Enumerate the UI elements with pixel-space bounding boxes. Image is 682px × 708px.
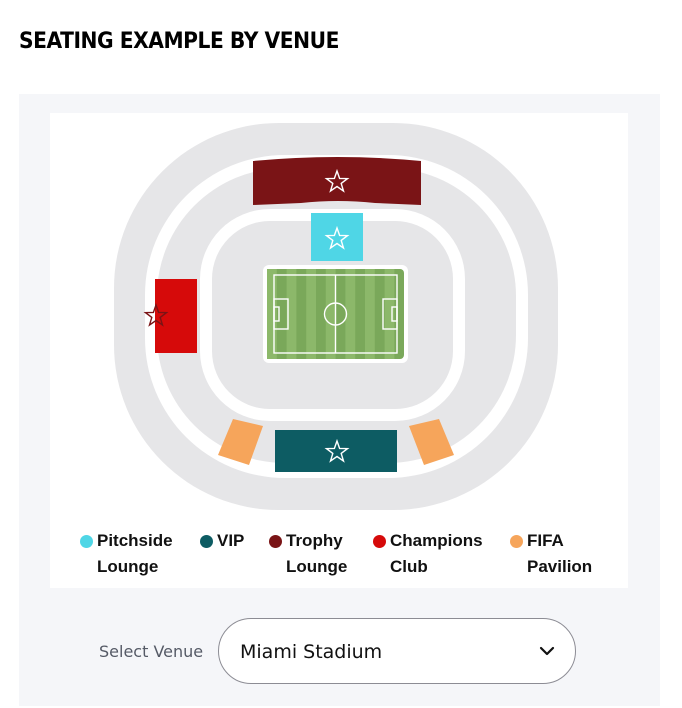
legend-label: Trophy xyxy=(286,531,343,550)
legend-label-line2: Pavilion xyxy=(527,557,593,576)
star-icon xyxy=(324,168,350,193)
legend-label-line2: Club xyxy=(390,557,428,576)
legend-label: Champions xyxy=(390,531,483,550)
legend-label-line2: Lounge xyxy=(286,557,348,576)
star-icon xyxy=(324,225,350,250)
legend-item-vip: VIP xyxy=(200,531,244,554)
star-icon xyxy=(143,302,169,327)
trophy-lounge-section[interactable] xyxy=(253,157,421,205)
legend-dot xyxy=(200,535,213,548)
pitch-stripe xyxy=(345,269,356,359)
venue-select-dropdown[interactable]: Miami Stadium xyxy=(218,618,576,684)
stadium-map xyxy=(114,123,558,510)
pitch-stripe xyxy=(384,269,395,359)
legend-dot xyxy=(80,535,93,548)
legend-label: VIP xyxy=(217,531,245,550)
page-title: SEATING EXAMPLE BY VENUE xyxy=(19,29,339,54)
select-venue-label: Select Venue xyxy=(99,642,204,661)
legend-dot xyxy=(373,535,386,548)
pitch-stripe xyxy=(306,269,316,359)
legend-item-fifa-pavilion: FIFA Pavilion xyxy=(510,531,592,580)
pitch-stripe xyxy=(325,269,336,359)
legend-label: FIFA xyxy=(527,531,564,550)
legend-label-line2: Lounge xyxy=(97,557,159,576)
legend-dot xyxy=(269,535,282,548)
venue-select-value: Miami Stadium xyxy=(240,641,383,663)
fifa-pavilion-left[interactable] xyxy=(218,419,263,465)
star-icon xyxy=(324,438,350,463)
champions-club-section[interactable] xyxy=(143,279,198,353)
vip-section[interactable] xyxy=(275,430,397,472)
football-pitch xyxy=(263,265,408,363)
legend-label: Pitchside xyxy=(97,531,173,550)
pitch-stripe xyxy=(365,269,375,359)
pitchside-lounge-section[interactable] xyxy=(311,213,363,261)
fifa-pavilion-right[interactable] xyxy=(409,419,454,465)
pitch-stripe xyxy=(286,269,297,359)
chevron-down-icon xyxy=(539,646,555,656)
pitch-stripe xyxy=(267,269,277,359)
legend-dot xyxy=(510,535,523,548)
